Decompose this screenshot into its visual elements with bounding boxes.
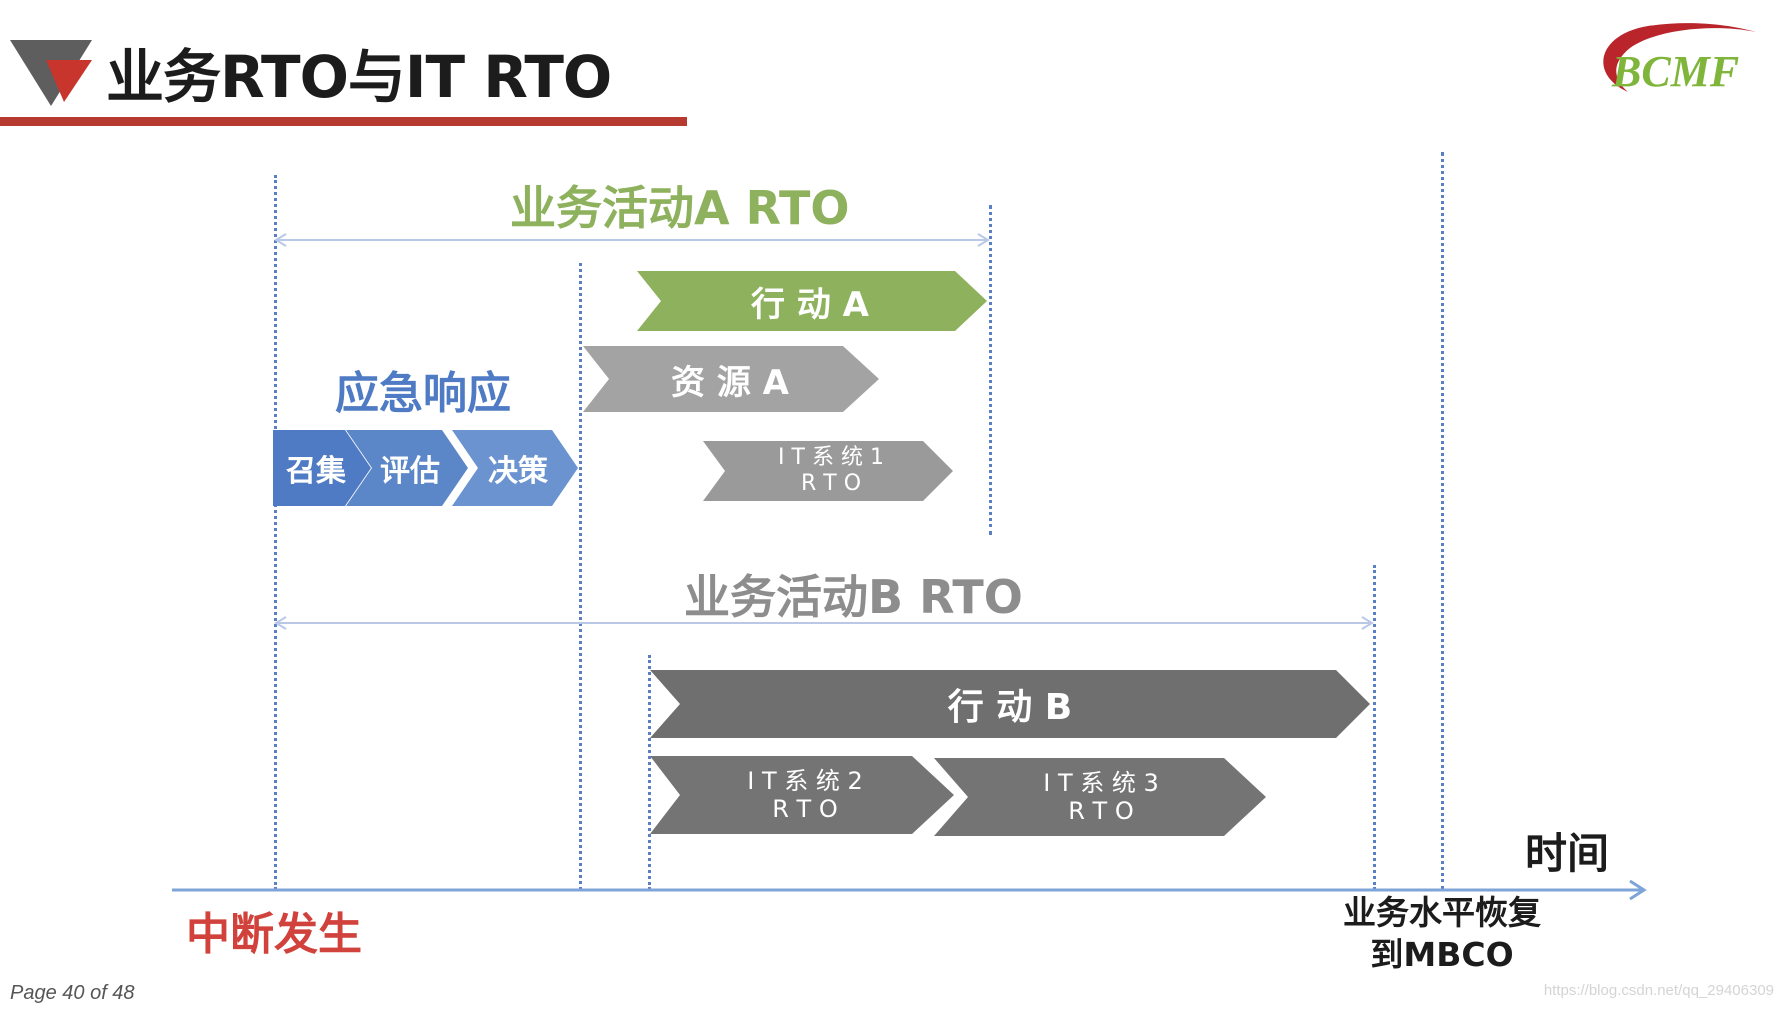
action-b-label: 行 动 B [947,687,1073,728]
step-gather-arrow-shape [273,430,371,506]
time-axis-label: 时间 [1525,829,1610,878]
action-a-label: 行 动 A [751,284,869,325]
action-b-start-line [648,655,651,890]
svg-text:BCMF: BCMF [1611,47,1739,96]
watermark-url: https://blog.csdn.net/qq_29406309 [1543,982,1774,999]
page-number: Page 40 of 48 [10,982,135,1004]
time-axis-arrow [172,879,1647,901]
it-system-3-rto-arrow-shape [934,758,1266,836]
page-title: 业务RTO与IT RTO [106,43,612,111]
it-system-2-rto-arrow-shape [650,756,954,834]
activity-b-rto-span-arrow [274,616,1374,630]
it-system-2-line1: I T 系 统 2 [747,767,863,795]
it-system-2-rto-label: I T 系 统 2 R T O [680,756,930,834]
activity-b-end-line [1373,565,1376,890]
it-system-3-line2: R T O [1068,797,1134,825]
action-b-arrow-shape [650,670,1370,738]
recovery-label-line1: 业务水平恢复 [1343,893,1541,932]
title-underline [0,117,687,126]
activity-a-end-line [989,205,992,535]
resource-a-label: 资 源 A [671,362,789,403]
decision-marker-line [579,263,582,890]
interruption-marker-line [274,175,277,890]
it-system-3-line1: I T 系 统 3 [1043,769,1159,797]
recovery-label-line2: 到MBCO [1370,935,1514,974]
title-triangle-icon [10,40,92,106]
recovery-label: 业务水平恢复 到MBCO [1332,892,1552,976]
it-system-1-line2: R T O [800,471,862,496]
it-system-1-rto-arrow-shape [703,441,953,501]
it-system-1-rto-label: I T 系 统 1 R T O [726,441,936,501]
step-decide-label: 决策 [488,454,548,489]
step-assess-label: 评估 [380,454,440,489]
step-gather-label: 召集 [286,454,346,489]
action-a-arrow-shape [637,271,987,331]
resource-a-arrow-shape [583,346,879,412]
emergency-response-label: 应急响应 [335,368,511,419]
activity-a-rto-span-arrow [274,233,990,247]
activity-a-rto-label: 业务活动A RTO [510,181,850,235]
it-system-1-line1: I T 系 统 1 [778,445,884,470]
activity-b-rto-label: 业务活动B RTO [684,570,1023,624]
step-assess-arrow-shape [346,430,468,506]
bcmf-logo: BCMF [1603,23,1756,96]
step-decide-arrow-shape [452,430,578,506]
interruption-label: 中断发生 [186,909,362,960]
it-system-3-rto-label: I T 系 统 3 R T O [970,758,1232,836]
mbco-recovery-line [1441,152,1444,890]
it-system-2-line2: R T O [772,795,838,823]
